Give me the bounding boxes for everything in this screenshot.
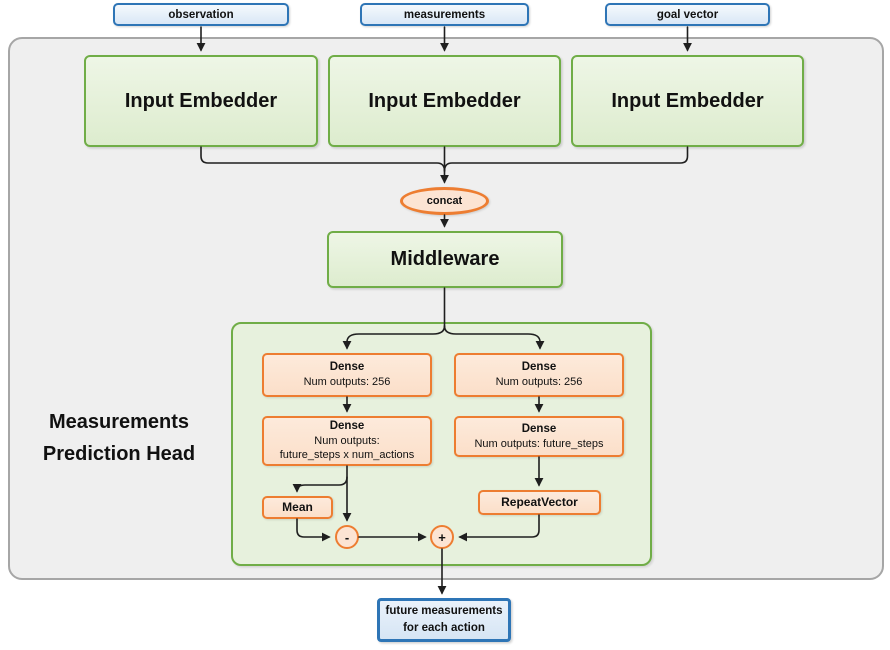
dense-right-2-subtitle: Num outputs: future_steps: [474, 437, 604, 450]
mean-box: Mean: [262, 496, 333, 519]
concat-label: concat: [426, 195, 463, 207]
dense-left-2-subtitle-2: future_steps x num_actions: [279, 449, 415, 462]
input-embedder-1-label: Input Embedder: [124, 89, 278, 112]
concat-node: concat: [400, 187, 489, 215]
input-tag-goal-vector: goal vector: [605, 3, 770, 26]
input-tag-measurements-label: measurements: [403, 8, 486, 21]
minus-node: -: [335, 525, 359, 549]
prediction-head-title: Measurements Prediction Head: [42, 411, 196, 466]
output-box: future measurements for each action: [377, 598, 511, 642]
minus-label: -: [344, 529, 350, 545]
dense-left-1: Dense Num outputs: 256: [262, 353, 432, 397]
input-embedder-2: Input Embedder: [328, 55, 561, 147]
dense-right-2-title: Dense: [521, 422, 557, 435]
input-tag-observation-label: observation: [168, 8, 234, 21]
input-embedder-2-label: Input Embedder: [368, 89, 521, 112]
output-line-2: for each action: [403, 622, 485, 634]
middleware-label: Middleware: [390, 248, 500, 270]
dense-left-2-subtitle-1: Num outputs:: [314, 435, 380, 448]
input-tag-goal-vector-label: goal vector: [656, 8, 719, 21]
dense-left-1-subtitle: Num outputs: 256: [303, 376, 391, 389]
dense-left-2: Dense Num outputs: future_steps x num_ac…: [262, 416, 432, 466]
input-tag-observation: observation: [113, 3, 289, 26]
input-embedder-3-label: Input Embedder: [611, 89, 764, 112]
input-embedder-1: Input Embedder: [84, 55, 318, 147]
repeat-vector-box: RepeatVector: [478, 490, 601, 515]
dense-right-1-title: Dense: [521, 361, 557, 374]
dense-right-1: Dense Num outputs: 256: [454, 353, 624, 397]
dense-right-1-subtitle: Num outputs: 256: [495, 376, 583, 389]
dense-right-2: Dense Num outputs: future_steps: [454, 416, 624, 457]
dense-left-2-title: Dense: [329, 420, 365, 433]
plus-node: +: [430, 525, 454, 549]
plus-label: +: [438, 529, 446, 545]
output-line-1: future measurements: [385, 604, 503, 617]
input-tag-measurements: measurements: [360, 3, 529, 26]
repeat-vector-label: RepeatVector: [501, 494, 578, 509]
middleware-box: Middleware: [327, 231, 563, 288]
mean-label: Mean: [282, 499, 313, 514]
input-embedder-3: Input Embedder: [571, 55, 804, 147]
dense-left-1-title: Dense: [329, 361, 365, 374]
